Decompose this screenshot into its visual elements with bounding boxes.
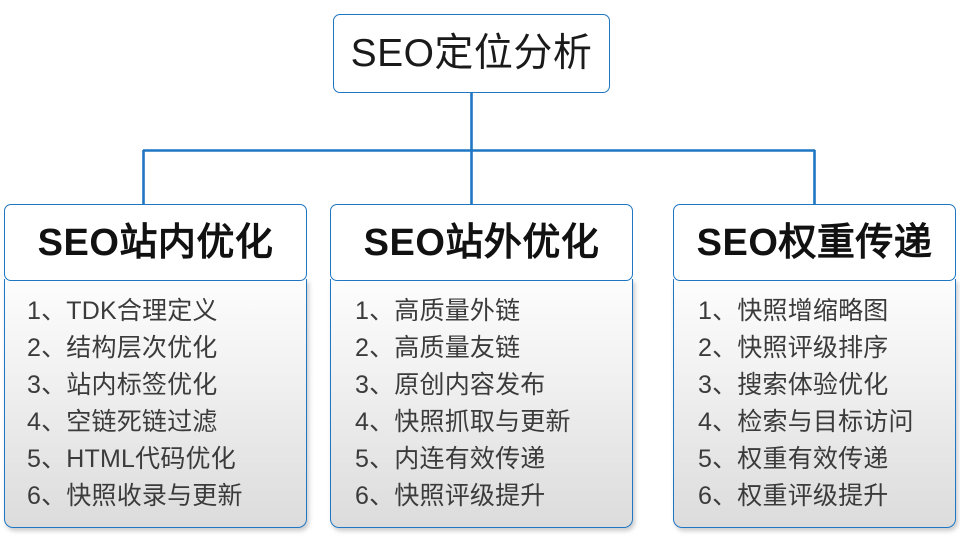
- branch-column-1: SEO站内优化 1、TDK合理定义 2、结构层次优化 3、站内标签优化 4、空链…: [4, 204, 307, 529]
- branch-header-label-3: SEO权重传递: [696, 221, 933, 264]
- list-item: 2、快照评级排序: [698, 334, 889, 363]
- list-item: 2、结构层次优化: [27, 334, 218, 363]
- branch-header-2[interactable]: SEO站外优化: [330, 204, 633, 281]
- branch-header-3[interactable]: SEO权重传递: [673, 204, 956, 281]
- list-item: 5、权重有效传递: [698, 445, 889, 474]
- list-item: 2、高质量友链: [355, 334, 521, 363]
- list-item: 5、内连有效传递: [355, 445, 546, 474]
- list-item: 3、原创内容发布: [355, 371, 546, 400]
- list-item: 1、高质量外链: [355, 297, 521, 326]
- list-item: 6、快照评级提升: [355, 482, 546, 511]
- list-item: 4、检索与目标访问: [698, 408, 914, 437]
- branch-list-2: 1、高质量外链 2、高质量友链 3、原创内容发布 4、快照抓取与更新 5、内连有…: [330, 279, 633, 529]
- list-item: 1、快照增缩略图: [698, 297, 889, 326]
- list-item: 4、空链死链过滤: [27, 408, 218, 437]
- branch-list-3: 1、快照增缩略图 2、快照评级排序 3、搜索体验优化 4、检索与目标访问 5、权…: [673, 279, 956, 529]
- list-item: 5、HTML代码优化: [27, 445, 236, 474]
- branch-column-2: SEO站外优化 1、高质量外链 2、高质量友链 3、原创内容发布 4、快照抓取与…: [330, 204, 633, 529]
- list-item: 3、搜索体验优化: [698, 371, 889, 400]
- list-item: 4、快照抓取与更新: [355, 408, 571, 437]
- list-item: 1、TDK合理定义: [27, 297, 218, 326]
- list-item: 6、快照收录与更新: [27, 482, 243, 511]
- list-item: 3、站内标签优化: [27, 371, 218, 400]
- list-item: 6、权重评级提升: [698, 482, 889, 511]
- root-node[interactable]: SEO定位分析: [333, 14, 610, 93]
- branch-header-1[interactable]: SEO站内优化: [4, 204, 307, 281]
- branch-list-1: 1、TDK合理定义 2、结构层次优化 3、站内标签优化 4、空链死链过滤 5、H…: [4, 279, 307, 529]
- branch-column-3: SEO权重传递 1、快照增缩略图 2、快照评级排序 3、搜索体验优化 4、检索与…: [673, 204, 956, 529]
- branch-header-label-2: SEO站外优化: [363, 221, 600, 264]
- root-node-label: SEO定位分析: [350, 32, 593, 75]
- branch-header-label-1: SEO站内优化: [37, 221, 274, 264]
